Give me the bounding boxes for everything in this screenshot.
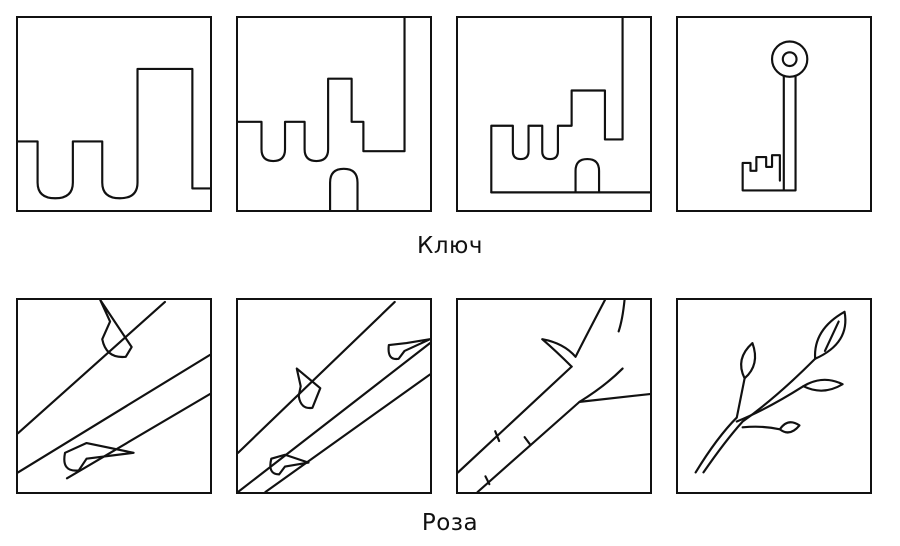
rose-step-2-panel [236, 298, 432, 494]
stem-leaf-drawing [458, 300, 650, 492]
castle-gate-drawing [238, 18, 406, 210]
key-drawing [741, 40, 809, 192]
rose-branch-drawing [694, 310, 847, 474]
rose-step-3-panel [456, 298, 652, 494]
key-step-2-panel [236, 16, 432, 212]
rose-step-4-panel [676, 298, 872, 494]
rose-step-1-panel [16, 298, 212, 494]
key-step-4-panel [676, 16, 872, 212]
key-caption: Ключ [417, 233, 483, 259]
thorned-stems-drawing [18, 300, 210, 480]
castle-bit-drawing [490, 18, 650, 194]
key-step-1-panel [16, 16, 212, 212]
slim-stems-drawing [238, 300, 430, 492]
rose-caption: Роза [421, 510, 479, 536]
key-step-3-panel [456, 16, 652, 212]
castle-wall-drawing [18, 67, 210, 200]
